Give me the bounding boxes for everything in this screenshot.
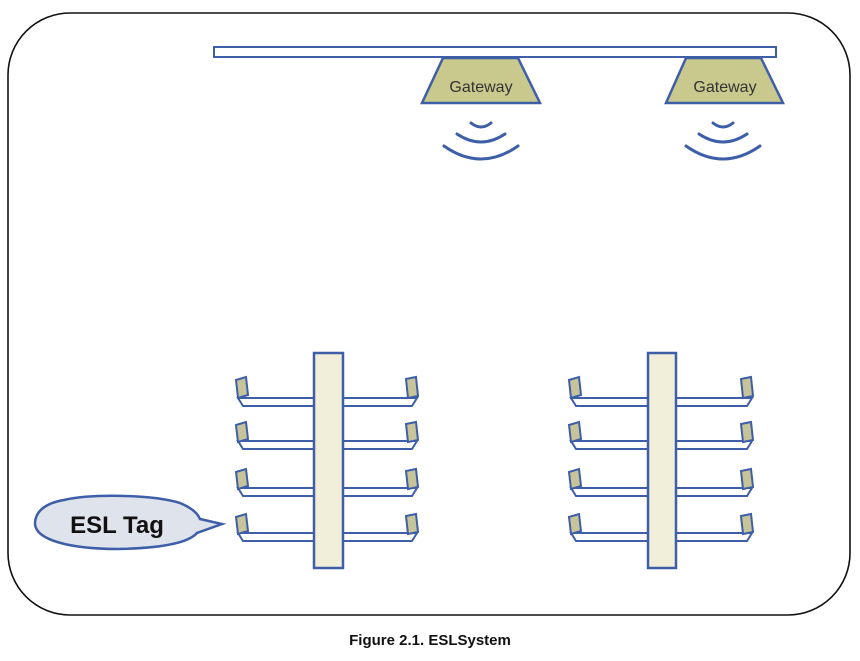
- shelf-post: [312, 351, 345, 570]
- gateway-1-label: Gateway: [449, 79, 512, 96]
- esl-tag: [739, 512, 755, 536]
- esl-tag: [404, 420, 420, 444]
- wireless-signal-icon: [684, 121, 762, 161]
- wireless-signal-icon: [442, 121, 520, 161]
- esl-tag: [739, 420, 755, 444]
- shelf-post: [646, 351, 678, 570]
- esl-tag: [567, 467, 583, 491]
- esl-tag: [567, 512, 583, 536]
- esl-tag: [234, 512, 250, 536]
- diagram-frame: [7, 12, 851, 616]
- shelf-left: [567, 512, 649, 542]
- esl-tag: [234, 420, 250, 444]
- gateway-2: Gateway: [664, 56, 786, 105]
- shelf-right: [342, 467, 420, 497]
- esl-tag: [739, 375, 755, 400]
- shelf-right: [342, 375, 420, 407]
- esl-tag: [567, 420, 583, 444]
- ceiling-rail: [213, 46, 777, 58]
- shelf-left: [567, 375, 649, 407]
- esl-tag: [404, 375, 420, 400]
- gateway-2-label: Gateway: [693, 79, 756, 96]
- esl-tag: [739, 467, 755, 491]
- shelf-right: [675, 375, 755, 407]
- shelf-unit-1: [234, 351, 420, 570]
- esl-tag-callout: ESL Tag: [33, 494, 227, 551]
- esl-tag: [404, 512, 420, 536]
- shelf-right: [675, 467, 755, 497]
- gateway-1: Gateway: [420, 56, 543, 105]
- esl-tag: [404, 467, 420, 491]
- figure-caption: Figure 2.1. ESLSystem: [349, 632, 511, 649]
- esl-tag: [567, 375, 583, 400]
- shelf-left: [567, 467, 649, 497]
- esl-tag: [234, 375, 250, 400]
- esl-tag: [234, 467, 250, 491]
- shelf-unit-2: [567, 351, 755, 570]
- esl-tag-callout-label: ESL Tag: [70, 512, 164, 539]
